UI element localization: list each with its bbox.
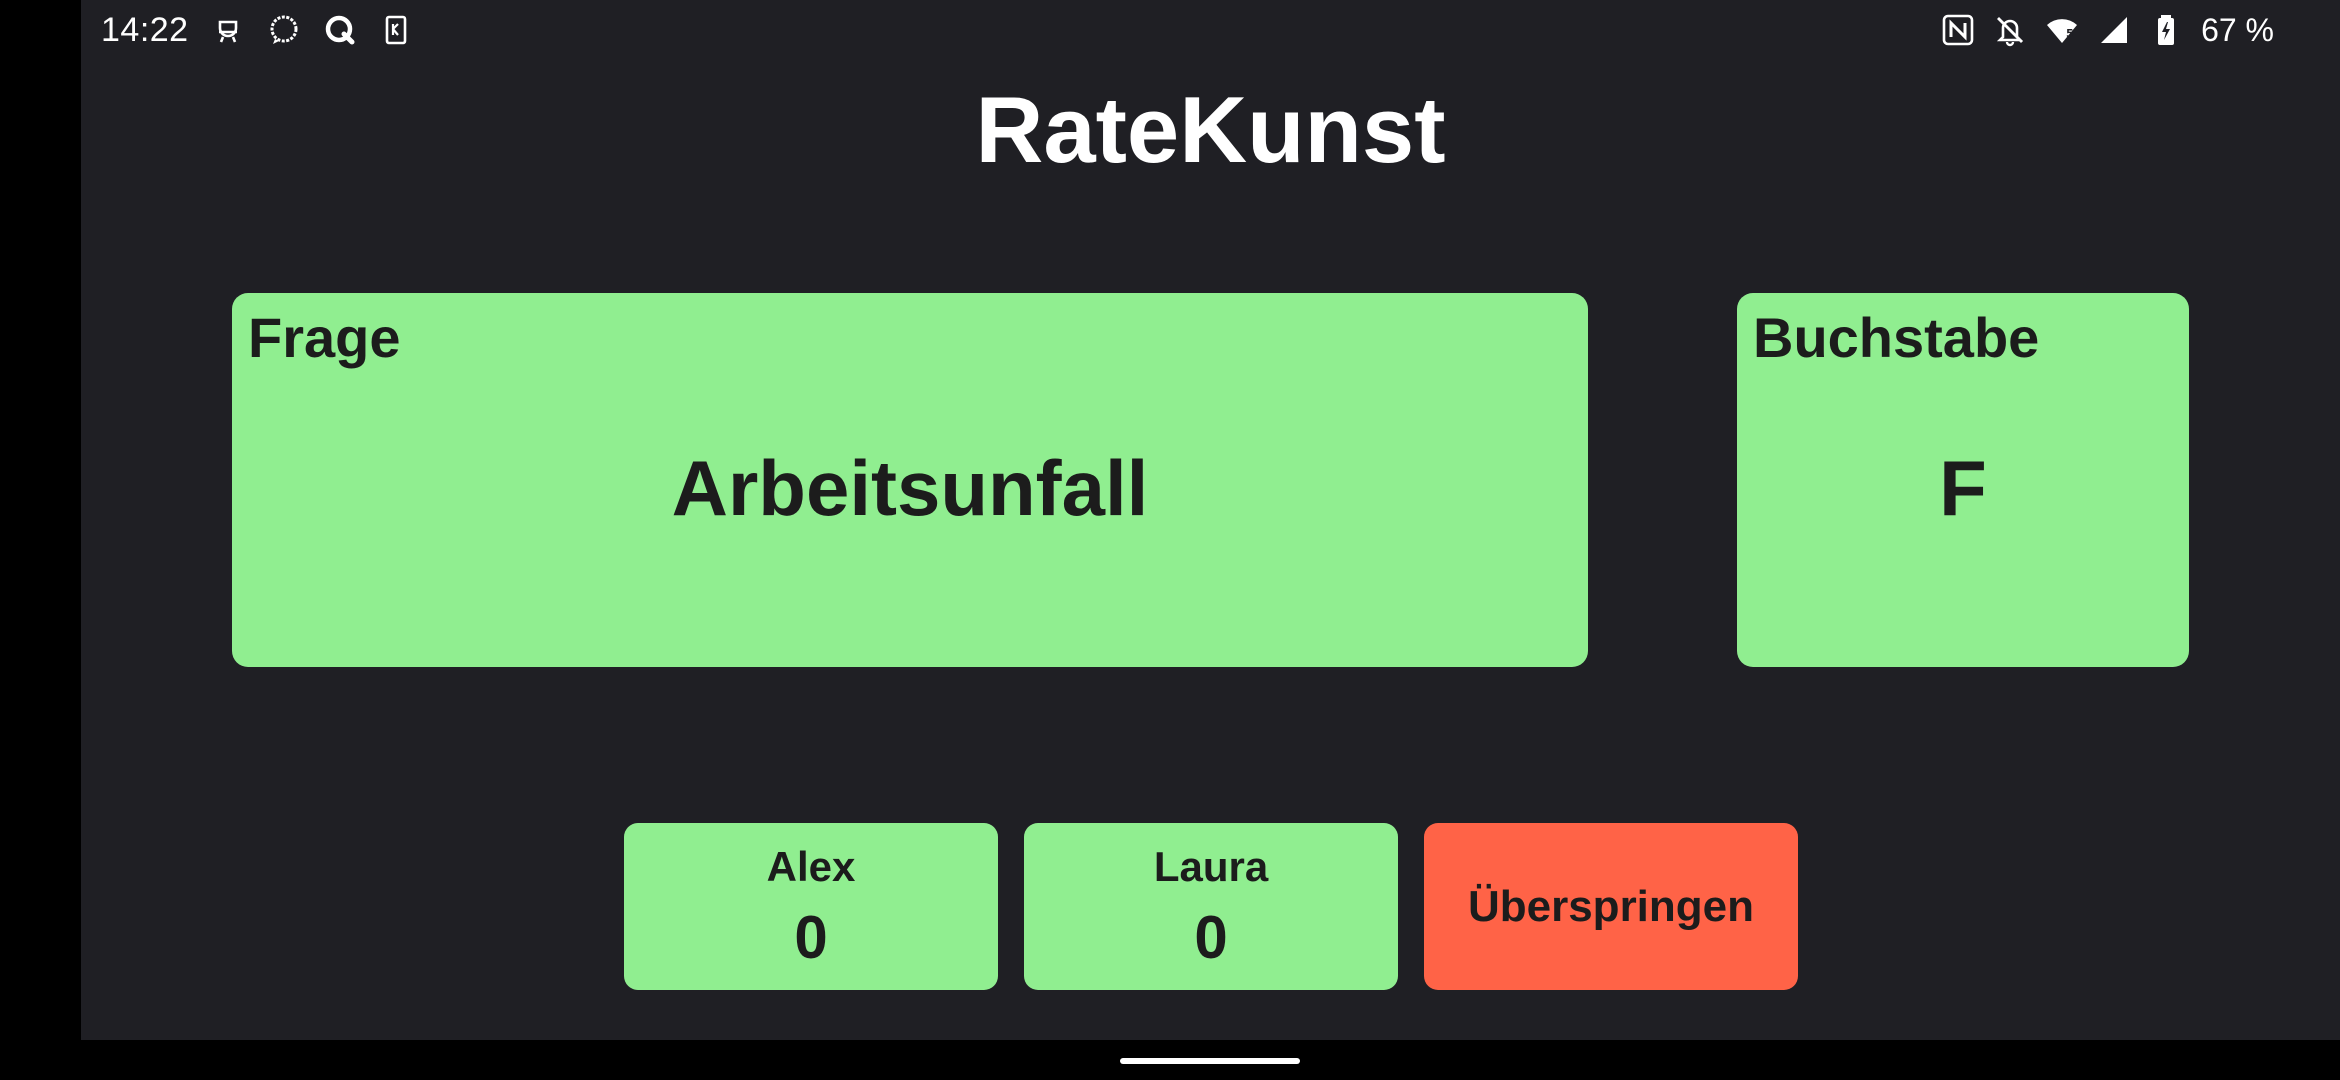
battery-icon xyxy=(2149,13,2183,47)
question-label: Frage xyxy=(248,306,401,369)
cell-signal-icon xyxy=(2097,13,2131,47)
signal-messenger-icon xyxy=(211,13,245,47)
letter-card: Buchstabe F xyxy=(1737,293,2189,667)
svg-text:5: 5 xyxy=(2066,27,2074,40)
wifi-icon: 5 xyxy=(2045,13,2079,47)
letter-value: F xyxy=(1939,444,1987,532)
q-app-icon xyxy=(323,13,357,47)
question-word: Arbeitsunfall xyxy=(671,444,1149,532)
status-bar-left: 14:22 xyxy=(101,0,413,60)
player-name: Laura xyxy=(1153,843,1269,890)
chat-bubble-icon xyxy=(267,13,301,47)
battery-percentage: 67 % xyxy=(2201,11,2274,48)
player-alex-button[interactable]: Alex 0 xyxy=(624,823,998,990)
status-bar: 14:22 5 xyxy=(81,0,2340,60)
question-card: Frage Arbeitsunfall xyxy=(232,293,1588,667)
letter-label: Buchstabe xyxy=(1753,306,2040,369)
nfc-icon xyxy=(1941,13,1975,47)
player-laura-button[interactable]: Laura 0 xyxy=(1024,823,1398,990)
skip-button[interactable]: Überspringen xyxy=(1424,823,1798,990)
sim-card-icon xyxy=(379,13,413,47)
silent-bell-icon xyxy=(1993,13,2027,47)
app-title: RateKunst xyxy=(975,77,1446,182)
navigation-handle[interactable] xyxy=(1120,1058,1300,1064)
skip-label: Überspringen xyxy=(1467,881,1755,931)
status-time: 14:22 xyxy=(101,10,189,49)
status-bar-right: 5 67 % xyxy=(1941,0,2274,60)
player-score: 0 xyxy=(794,904,828,971)
player-name: Alex xyxy=(766,843,856,890)
app-screen: 14:22 5 xyxy=(81,0,2340,1040)
player-score: 0 xyxy=(1194,904,1228,971)
